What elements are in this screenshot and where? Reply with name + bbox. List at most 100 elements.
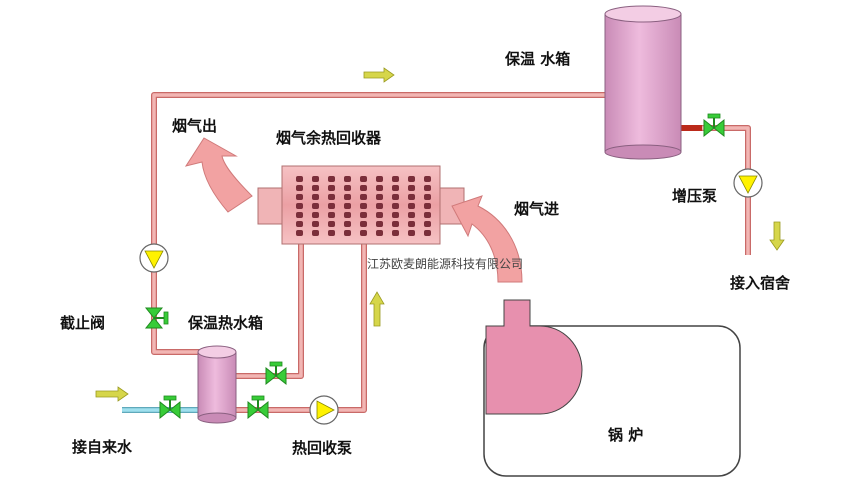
fin-segment [392,230,399,236]
heat-recovery-unit [257,165,465,245]
tank-outlet-valve [247,395,269,420]
shutoff-valve [144,307,169,329]
flow-arrow-icon [363,67,395,83]
fin-segment [296,212,303,218]
fin-segment [360,203,367,209]
flue-gas-in-label: 烟气进 [514,200,559,218]
fin-segment [360,212,367,218]
storage-tank-label: 保温 水箱 [504,50,570,68]
heat-exchange-fins [296,176,431,236]
fin-segment [296,203,303,209]
fin-segment [424,203,431,209]
tap-water-valve [159,395,181,420]
gate-valve-icon [265,366,287,386]
fin-segment [392,221,399,227]
gate-valve-icon [159,400,181,420]
fin-segment [296,194,303,200]
fin-segment [376,194,383,200]
storage-tank [604,5,682,160]
flow-arrow-icon [769,221,785,251]
fin-segment [360,221,367,227]
fin-segment [328,203,335,209]
fin-segment [312,185,319,191]
tap-water-inlet-label: 接自来水 [72,438,133,456]
booster-pump [733,168,763,198]
fin-segment [344,203,351,209]
unit-to-tank-pipe [232,228,304,379]
gate-valve-icon [144,307,164,329]
boiler-chimney [485,299,583,415]
fin-segment [344,221,351,227]
fin-segment [376,221,383,227]
fin-segment [424,194,431,200]
flow-arrows [95,67,785,402]
flow-arrow-icon [95,386,129,402]
fin-segment [392,194,399,200]
valves [144,113,725,420]
tank-inlet-valve [265,361,287,386]
fin-segment [312,176,319,182]
pump-icon [316,400,335,420]
fin-segment [392,176,399,182]
fin-segment [296,185,303,191]
fin-segment [408,221,415,227]
fin-segment [344,212,351,218]
fin-segment [376,230,383,236]
fin-segment [376,212,383,218]
fin-segment [360,185,367,191]
fin-segment [424,185,431,191]
fin-segment [296,230,303,236]
fin-segment [328,176,335,182]
fin-segment [408,176,415,182]
pump-icon [144,250,164,269]
fin-segment [392,212,399,218]
fin-segment [424,212,431,218]
fin-segment [392,203,399,209]
fin-segment [392,185,399,191]
fin-segment [408,230,415,236]
recovery-pump-label: 热回收泵 [292,439,352,457]
fin-segment [328,221,335,227]
flue-gas-out-curved-arrow-icon [184,137,253,213]
fin-segment [376,203,383,209]
boiler [483,299,741,477]
flow-arrow-icon [369,291,385,327]
fin-segment [424,230,431,236]
insulated-tank-label: 保温热水箱 [187,314,263,332]
gate-valve-icon [703,118,725,138]
recovery-pump [309,395,339,425]
fin-segment [312,221,319,227]
shutoff-valve-label: 截止阀 [60,314,105,332]
fin-segment [376,185,383,191]
company-watermark: 江苏欧麦朗能源科技有限公司 [367,257,523,271]
to-dormitory-label: 接入宿舍 [730,274,791,292]
fin-segment [312,194,319,200]
fin-segment [328,212,335,218]
gate-valve-icon [247,400,269,420]
fin-segment [360,230,367,236]
fin-segment [344,176,351,182]
fin-segment [360,176,367,182]
fin-segment [328,185,335,191]
fin-segment [408,194,415,200]
fin-segment [344,185,351,191]
fin-segment [312,230,319,236]
booster-pump-label: 增压泵 [672,187,717,205]
heat-recovery-unit-label: 烟气余热回收器 [276,129,382,147]
flue-gas-in-curved-arrow-icon [451,195,523,283]
insulated-hot-water-tank [197,345,237,424]
fin-segment [408,203,415,209]
fin-segment [344,230,351,236]
left-riser-pump [139,243,169,273]
fin-segment [424,176,431,182]
boiler-label: 锅 炉 [608,426,643,444]
fin-segment [376,176,383,182]
fin-segment [328,230,335,236]
flue-gas-out-label: 烟气出 [172,117,217,135]
fin-segment [424,221,431,227]
storage-outlet-valve [703,113,725,138]
fin-segment [408,185,415,191]
pump-icon [738,175,758,194]
fin-segment [344,194,351,200]
